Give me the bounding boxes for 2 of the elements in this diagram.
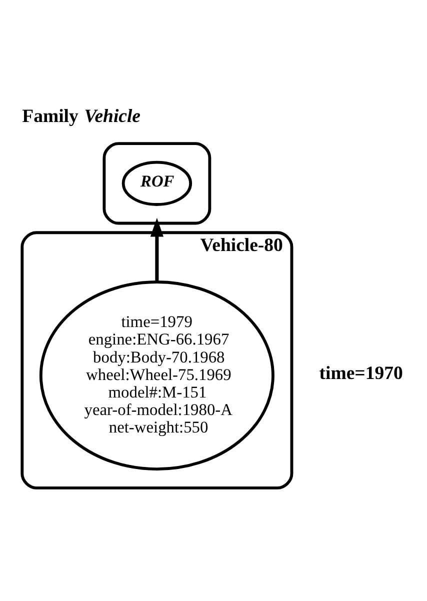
diagram-title: Family Vehicle xyxy=(22,106,141,128)
label: time=1970 xyxy=(319,362,403,384)
